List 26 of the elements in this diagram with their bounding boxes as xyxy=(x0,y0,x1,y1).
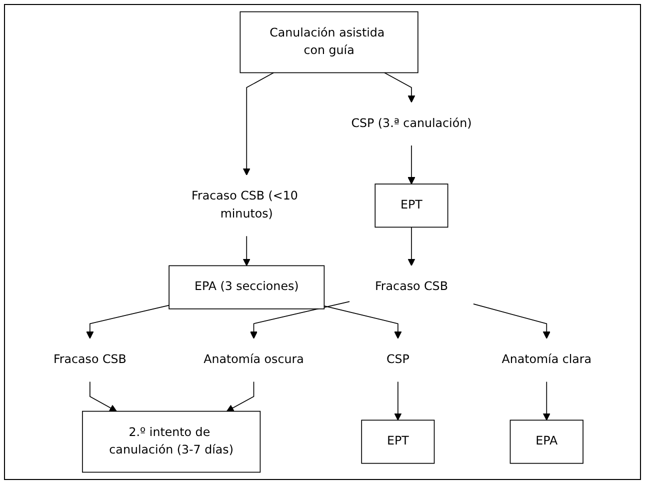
arrow xyxy=(324,306,402,339)
node-box: EPA xyxy=(510,420,584,464)
arrow xyxy=(90,381,117,412)
node-text: Fracaso CSB xyxy=(53,352,126,366)
node-box: EPT xyxy=(361,420,435,464)
arrow xyxy=(542,381,550,420)
arrow xyxy=(408,226,416,266)
node-box: EPA (3 secciones) xyxy=(168,265,325,310)
node-box: EPT xyxy=(374,184,448,228)
node-text: Anatomía clara xyxy=(502,352,592,366)
arrow xyxy=(394,381,402,420)
node-text: Fracaso CSB xyxy=(374,280,448,294)
arrow xyxy=(408,145,416,184)
node-text: CSP xyxy=(386,352,410,366)
arrow xyxy=(250,301,350,339)
node-text: Fracaso CSB (<10 minutos) xyxy=(192,190,298,221)
arrow xyxy=(384,72,416,103)
arrow xyxy=(226,381,254,412)
node-box: Canulación asistida con guía xyxy=(240,11,418,74)
arrow xyxy=(242,72,274,176)
arrow xyxy=(472,304,550,339)
arrow xyxy=(86,304,170,339)
arrow xyxy=(242,236,250,266)
node-box: 2.º intento de canulación (3-7 días) xyxy=(82,410,261,473)
node-text: Anatomía oscura xyxy=(204,352,304,366)
node-text: CSP (3.ª canulación) xyxy=(351,116,472,130)
